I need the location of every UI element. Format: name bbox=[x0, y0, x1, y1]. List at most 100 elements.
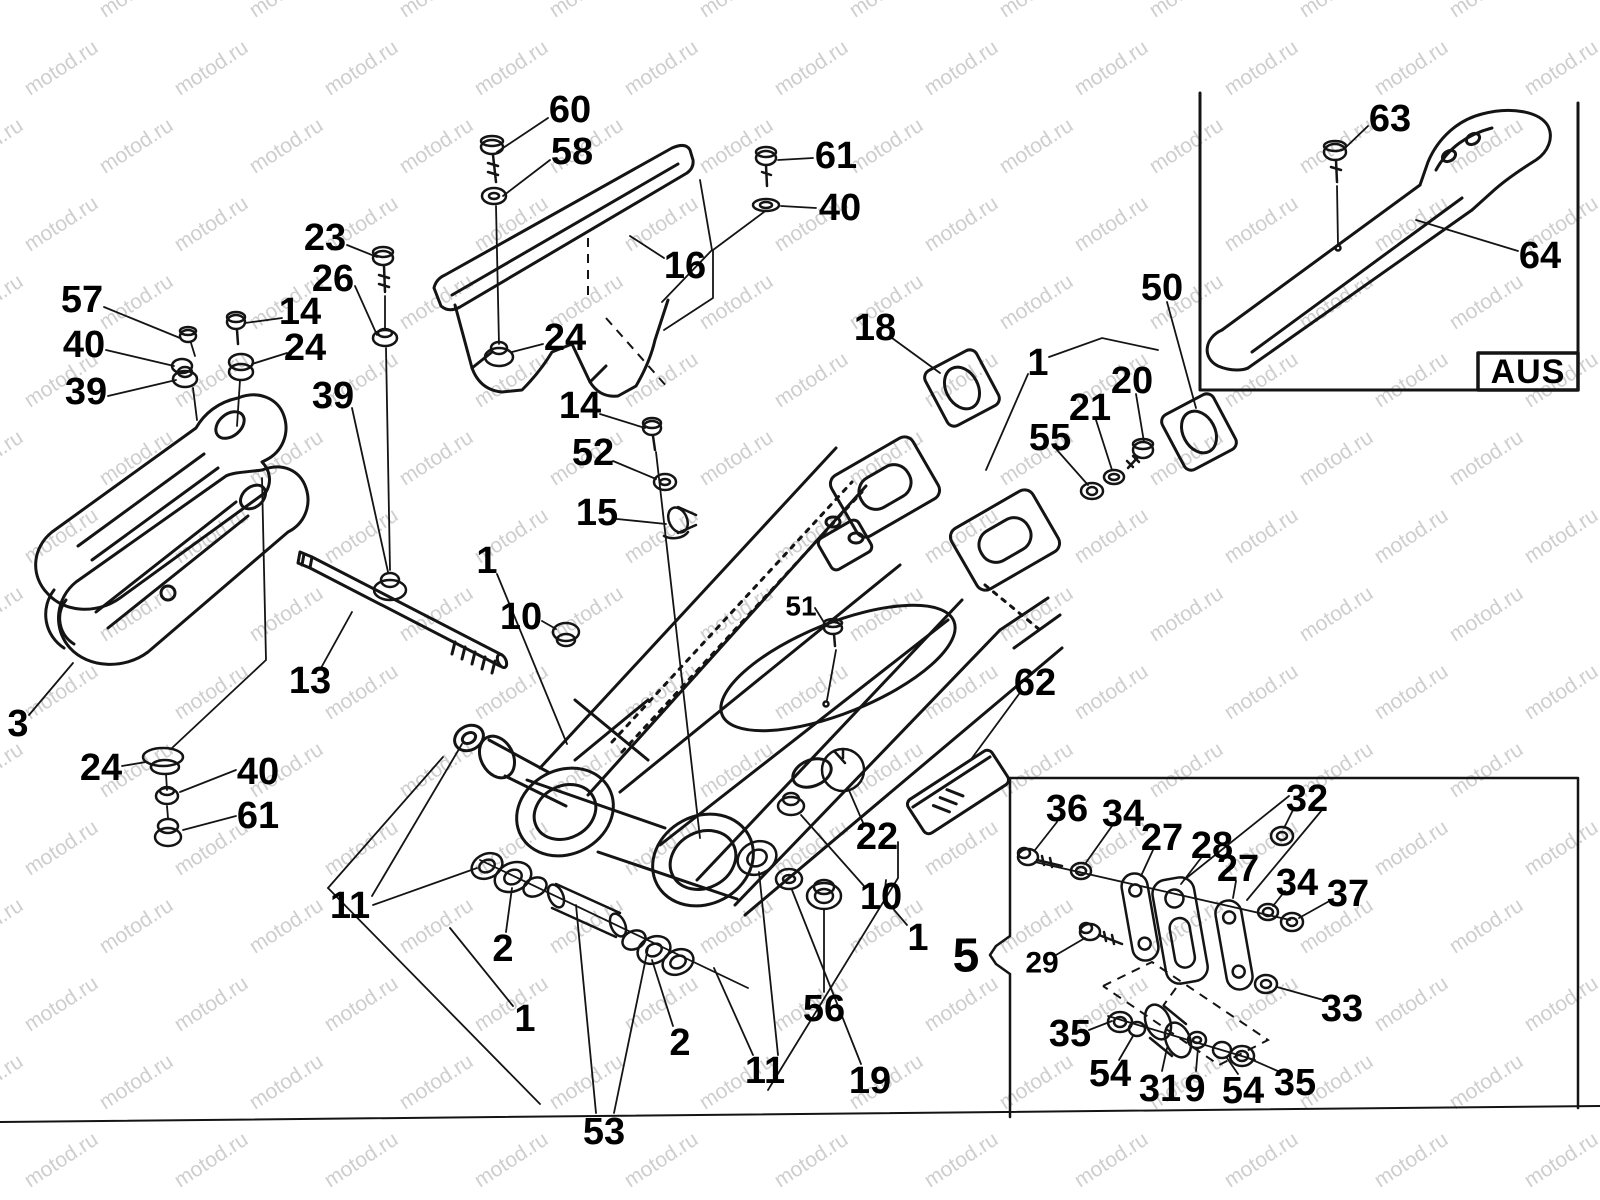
watermark-text: motod.ru bbox=[1220, 1128, 1302, 1192]
part-callout-29: 29 bbox=[1025, 947, 1058, 980]
leader-line-63 bbox=[1343, 125, 1369, 150]
watermark-text: motod.ru bbox=[1370, 36, 1452, 100]
chain-guide-part bbox=[432, 143, 695, 398]
right-pivot-hardware bbox=[551, 621, 843, 911]
watermark-text: motod.ru bbox=[695, 0, 777, 22]
part-callout-10: 10 bbox=[500, 596, 542, 638]
leader-line-62 bbox=[971, 693, 1020, 759]
leader-line-27 bbox=[1140, 849, 1154, 877]
part-callout-53: 53 bbox=[583, 1111, 625, 1153]
leader-line-20 bbox=[1135, 393, 1145, 443]
part-callout-35: 35 bbox=[1049, 1013, 1091, 1055]
watermark-text: motod.ru bbox=[770, 36, 852, 100]
watermark-text: motod.ru bbox=[245, 582, 327, 646]
watermark-text: motod.ru bbox=[20, 1128, 102, 1192]
watermark-text: motod.ru bbox=[395, 426, 477, 490]
watermark-text: motod.ru bbox=[770, 348, 852, 412]
leader-line-31 bbox=[1161, 1047, 1168, 1072]
part-callout-50: 50 bbox=[1141, 267, 1183, 309]
watermark-text: motod.ru bbox=[170, 660, 252, 724]
part-callout-40: 40 bbox=[63, 324, 105, 366]
watermark-text: motod.ru bbox=[0, 0, 27, 22]
part-callout-18: 18 bbox=[854, 307, 896, 349]
frame-line bbox=[661, 179, 713, 303]
leader-line-14 bbox=[244, 317, 283, 324]
leader-line-40 bbox=[780, 205, 817, 209]
watermark-text: motod.ru bbox=[1520, 36, 1600, 100]
leader-line-34 bbox=[1084, 825, 1113, 865]
aus-variant-label: AUS bbox=[1491, 353, 1566, 391]
part-callout-2: 2 bbox=[492, 928, 513, 970]
watermark-text: motod.ru bbox=[1595, 738, 1600, 802]
leader-line-18 bbox=[891, 337, 941, 374]
part-callout-61: 61 bbox=[237, 795, 279, 837]
watermark-text: motod.ru bbox=[95, 426, 177, 490]
part-callout-27: 27 bbox=[1217, 848, 1259, 890]
watermark-text: motod.ru bbox=[470, 36, 552, 100]
watermark-text: motod.ru bbox=[1595, 1050, 1600, 1114]
leader-line-35 bbox=[1088, 1020, 1113, 1031]
leader-line-54 bbox=[1118, 1035, 1134, 1061]
watermark-text: motod.ru bbox=[1295, 0, 1377, 22]
leader-line-64 bbox=[1415, 219, 1519, 252]
part-callout-20: 20 bbox=[1111, 360, 1153, 402]
leader-line-1 bbox=[985, 373, 1029, 471]
leader-lines-layer bbox=[28, 117, 1519, 1114]
chain-guide-hardware bbox=[371, 134, 781, 602]
watermark-text: motod.ru bbox=[470, 1128, 552, 1192]
watermark-text: motod.ru bbox=[995, 582, 1077, 646]
part-callout-1: 1 bbox=[476, 540, 497, 582]
part-callout-24: 24 bbox=[544, 317, 586, 359]
leader-line-51 bbox=[814, 607, 826, 625]
leader-line-10 bbox=[541, 620, 557, 630]
part-callout-27: 27 bbox=[1141, 817, 1183, 859]
part-callout-39: 39 bbox=[65, 371, 107, 413]
leader-line-1 bbox=[496, 573, 568, 745]
watermark-text: motod.ru bbox=[995, 270, 1077, 334]
watermark-text: motod.ru bbox=[20, 660, 102, 724]
leader-line-21 bbox=[1095, 419, 1113, 471]
watermark-text: motod.ru bbox=[1145, 0, 1227, 22]
watermark-text: motod.ru bbox=[545, 0, 627, 22]
watermark-text: motod.ru bbox=[395, 270, 477, 334]
frame-line bbox=[327, 756, 444, 889]
part-callout-51: 51 bbox=[785, 591, 816, 622]
watermark-text: motod.ru bbox=[1520, 816, 1600, 880]
watermark-text: motod.ru bbox=[1520, 660, 1600, 724]
watermark-text: motod.ru bbox=[1445, 0, 1527, 22]
leader-line-35 bbox=[1247, 1057, 1281, 1073]
leader-line-9 bbox=[1195, 1047, 1199, 1072]
watermark-text: motod.ru bbox=[1520, 972, 1600, 1036]
leader-line-23 bbox=[346, 244, 378, 258]
leader-line-52 bbox=[612, 460, 657, 480]
watermark-text: motod.ru bbox=[170, 1128, 252, 1192]
part-callout-39: 39 bbox=[312, 375, 354, 417]
watermark-text: motod.ru bbox=[1370, 660, 1452, 724]
leader-line-58 bbox=[502, 159, 551, 197]
watermark-text: motod.ru bbox=[1595, 582, 1600, 646]
bottom-rule bbox=[0, 1105, 1600, 1123]
watermark-text: motod.ru bbox=[1595, 894, 1600, 958]
watermark-text: motod.ru bbox=[245, 114, 327, 178]
part-callout-26: 26 bbox=[312, 258, 354, 300]
watermark-text: motod.ru bbox=[0, 426, 27, 490]
part-callout-3: 3 bbox=[7, 703, 28, 745]
watermark-text: motod.ru bbox=[1370, 192, 1452, 256]
leader-line-60 bbox=[496, 117, 549, 153]
watermark-text: motod.ru bbox=[1445, 270, 1527, 334]
watermark-text: motod.ru bbox=[1070, 1128, 1152, 1192]
watermark-text: motod.ru bbox=[320, 1128, 402, 1192]
leader-line-40 bbox=[105, 349, 175, 367]
watermark-text: motod.ru bbox=[620, 1128, 702, 1192]
watermark-text: motod.ru bbox=[1520, 504, 1600, 568]
leader-line-54 bbox=[1226, 1057, 1239, 1075]
chain-adjusters bbox=[923, 348, 1238, 501]
watermark-text: motod.ru bbox=[920, 1128, 1002, 1192]
part-callout-11: 11 bbox=[745, 1050, 785, 1092]
watermark-text: motod.ru bbox=[1445, 582, 1527, 646]
part-callout-61: 61 bbox=[815, 135, 857, 177]
watermark-text: motod.ru bbox=[920, 816, 1002, 880]
watermark-text: motod.ru bbox=[845, 0, 927, 22]
watermark-text: motod.ru bbox=[1445, 1050, 1527, 1114]
watermark-text: motod.ru bbox=[695, 582, 777, 646]
